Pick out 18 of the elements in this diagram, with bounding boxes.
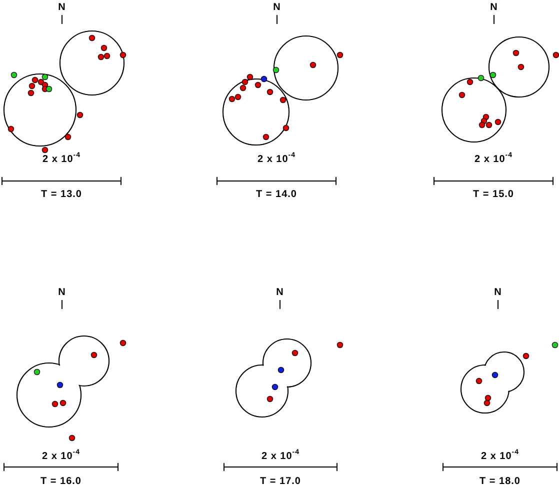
north-label: N: [494, 287, 502, 299]
scale-label: 2 x 10$^{-4}$: [42, 451, 80, 463]
scale-label: 2 x 10$^{-4}$: [42, 154, 81, 166]
time-label: T = 14.0: [256, 189, 297, 201]
north-label: N: [490, 2, 498, 14]
north-label: N: [273, 2, 281, 14]
time-label: T = 17.0: [260, 476, 301, 488]
north-label: N: [58, 287, 66, 299]
scale-label: 2 x 10$^{-4}$: [480, 451, 520, 463]
time-label: T = 18.0: [480, 476, 520, 488]
scale-label: 2 x 10$^{-4}$: [474, 154, 513, 166]
time-label: T = 16.0: [40, 476, 82, 488]
north-label: N: [276, 287, 284, 299]
north-label: N: [58, 2, 66, 14]
scale-label: 2 x 10$^{-4}$: [257, 154, 296, 166]
time-label: T = 15.0: [473, 189, 514, 201]
scale-label: 2 x 10$^{-4}$: [261, 451, 300, 463]
time-label: T = 13.0: [41, 189, 82, 201]
